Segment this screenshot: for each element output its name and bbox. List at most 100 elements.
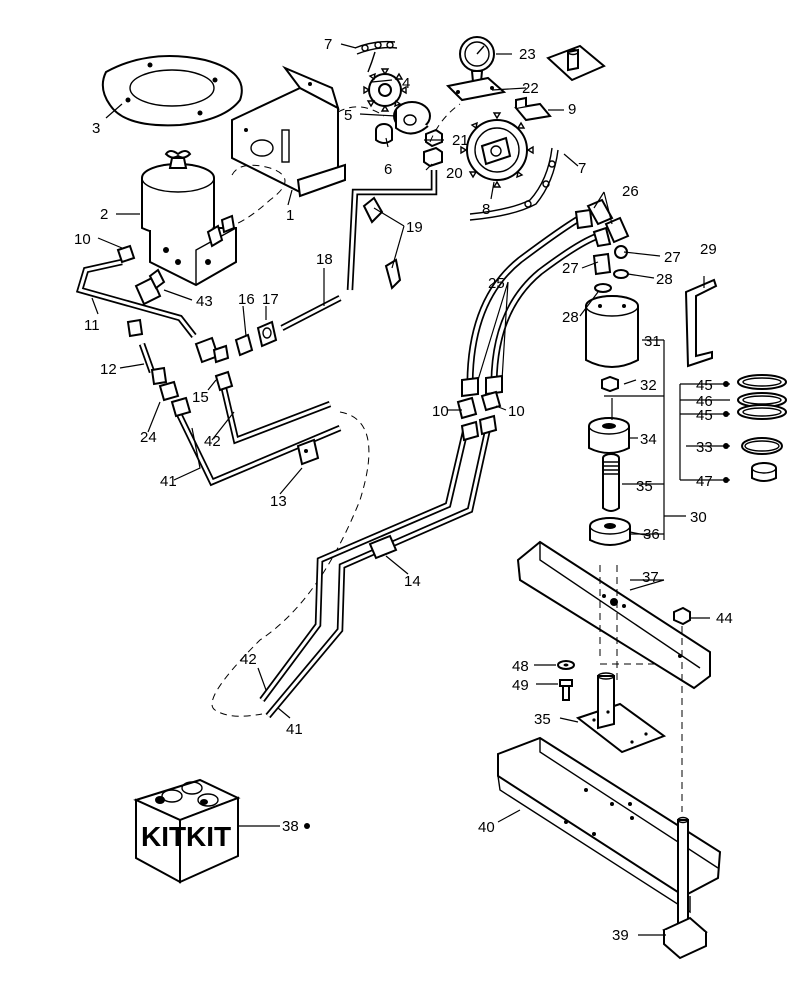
adapters-27-28 xyxy=(592,245,629,293)
callout-42-lower: 42 xyxy=(240,651,257,668)
callout-4: 4 xyxy=(402,75,410,92)
callout-35-lower: 35 xyxy=(534,711,551,728)
nut-44 xyxy=(673,606,691,626)
callout-49: 49 xyxy=(512,677,529,694)
mounting-plate xyxy=(546,44,606,82)
callout-42-left: 42 xyxy=(204,433,221,450)
fitting-16-17 xyxy=(234,320,278,357)
callout-11: 11 xyxy=(84,317,100,334)
callout-12: 12 xyxy=(100,361,117,378)
pressure-line-11 xyxy=(75,244,197,338)
callout-22: 22 xyxy=(522,80,539,97)
fitting-12 xyxy=(126,318,168,386)
callout-17: 17 xyxy=(262,291,279,308)
callout-26: 26 xyxy=(622,183,639,200)
callout-37: 37 xyxy=(642,569,659,586)
hoses-25 xyxy=(461,208,612,398)
callout-31: 31 xyxy=(644,333,661,350)
callout-34: 34 xyxy=(640,431,657,448)
callout-14: 14 xyxy=(404,573,421,590)
kit-label-left: KIT xyxy=(141,821,186,852)
rail-40 xyxy=(497,736,722,914)
gauge-bracket xyxy=(445,76,507,102)
washer-36 xyxy=(589,517,631,546)
callout-9: 9 xyxy=(568,101,576,118)
callout-8: 8 xyxy=(482,201,490,218)
callout-23: 23 xyxy=(519,46,536,63)
nut-32 xyxy=(601,375,619,393)
callout-6: 6 xyxy=(384,161,392,178)
idler-wheel xyxy=(393,101,431,135)
callout-48: 48 xyxy=(512,658,529,675)
callout-33: 33 xyxy=(696,439,713,456)
callout-21: 21 xyxy=(452,132,469,149)
callout-10-left: 10 xyxy=(74,231,91,248)
callout-44: 44 xyxy=(716,610,733,627)
arm-37 xyxy=(516,540,711,690)
callout-15: 15 xyxy=(192,389,209,406)
filter-canister xyxy=(585,295,639,368)
callout-36: 36 xyxy=(643,526,660,543)
callout-24: 24 xyxy=(140,429,157,446)
callout-labels: 3 2 1 7 4 5 6 23 22 9 21 20 8 7 10 11 43… xyxy=(74,36,733,944)
kit-bullets xyxy=(304,381,729,829)
fitting-nut xyxy=(423,128,443,168)
callout-27-right: 27 xyxy=(664,249,681,266)
hose-clips xyxy=(362,196,402,290)
spacer-34 xyxy=(588,417,630,454)
callout-18: 18 xyxy=(316,251,333,268)
callout-13: 13 xyxy=(270,493,287,510)
callout-19: 19 xyxy=(406,219,423,236)
callout-25: 25 xyxy=(488,275,505,292)
callout-30: 30 xyxy=(690,509,707,526)
callout-20: 20 xyxy=(446,165,463,182)
fittings-10-right xyxy=(456,390,502,442)
line-tee xyxy=(194,336,230,364)
kit-box: KIT KIT xyxy=(133,778,241,884)
gasket-ring xyxy=(101,55,243,127)
callout-7-top: 7 xyxy=(324,36,332,53)
callout-45-top: 45 xyxy=(696,377,713,394)
callout-47: 47 xyxy=(696,473,713,490)
tube-42 xyxy=(214,370,332,445)
callout-3: 3 xyxy=(92,120,100,137)
callout-2: 2 xyxy=(100,206,108,223)
elbow-fitting-43 xyxy=(134,268,166,306)
connector-14 xyxy=(368,534,398,560)
callout-28-right: 28 xyxy=(656,271,673,288)
callout-5: 5 xyxy=(344,107,352,124)
callout-27-left: 27 xyxy=(562,260,579,277)
callout-35-upper: 35 xyxy=(636,478,653,495)
callout-28-left: 28 xyxy=(562,309,579,326)
base-plate-35 xyxy=(575,672,667,754)
callout-38: 38 xyxy=(282,818,299,835)
callout-45-bottom: 45 xyxy=(696,407,713,424)
chain-right xyxy=(469,147,559,221)
callout-41-left: 41 xyxy=(160,473,177,490)
elbow-fittings-26 xyxy=(586,198,630,244)
washer-48 xyxy=(557,660,575,670)
bracket-29 xyxy=(684,278,718,368)
chain-top xyxy=(354,40,398,73)
mounting-bracket xyxy=(231,65,346,198)
sprocket-large xyxy=(460,112,534,188)
pin-39 xyxy=(662,816,708,960)
callout-39: 39 xyxy=(612,927,629,944)
clamp-13 xyxy=(296,438,320,466)
tube-18 xyxy=(280,295,342,331)
shaft-35 xyxy=(602,453,620,512)
kit-label-right: KIT xyxy=(186,821,231,852)
long-tubes xyxy=(259,427,492,719)
bolt-49 xyxy=(559,679,573,701)
callout-1: 1 xyxy=(286,207,294,224)
bushing xyxy=(375,123,393,144)
callout-29: 29 xyxy=(700,241,717,258)
leader-lines xyxy=(91,43,710,936)
callout-41-lower: 41 xyxy=(286,721,303,738)
pump-reservoir xyxy=(141,150,237,287)
callout-32: 32 xyxy=(640,377,657,394)
callout-16: 16 xyxy=(238,291,255,308)
pressure-gauge xyxy=(459,36,495,83)
callout-40: 40 xyxy=(478,819,495,836)
